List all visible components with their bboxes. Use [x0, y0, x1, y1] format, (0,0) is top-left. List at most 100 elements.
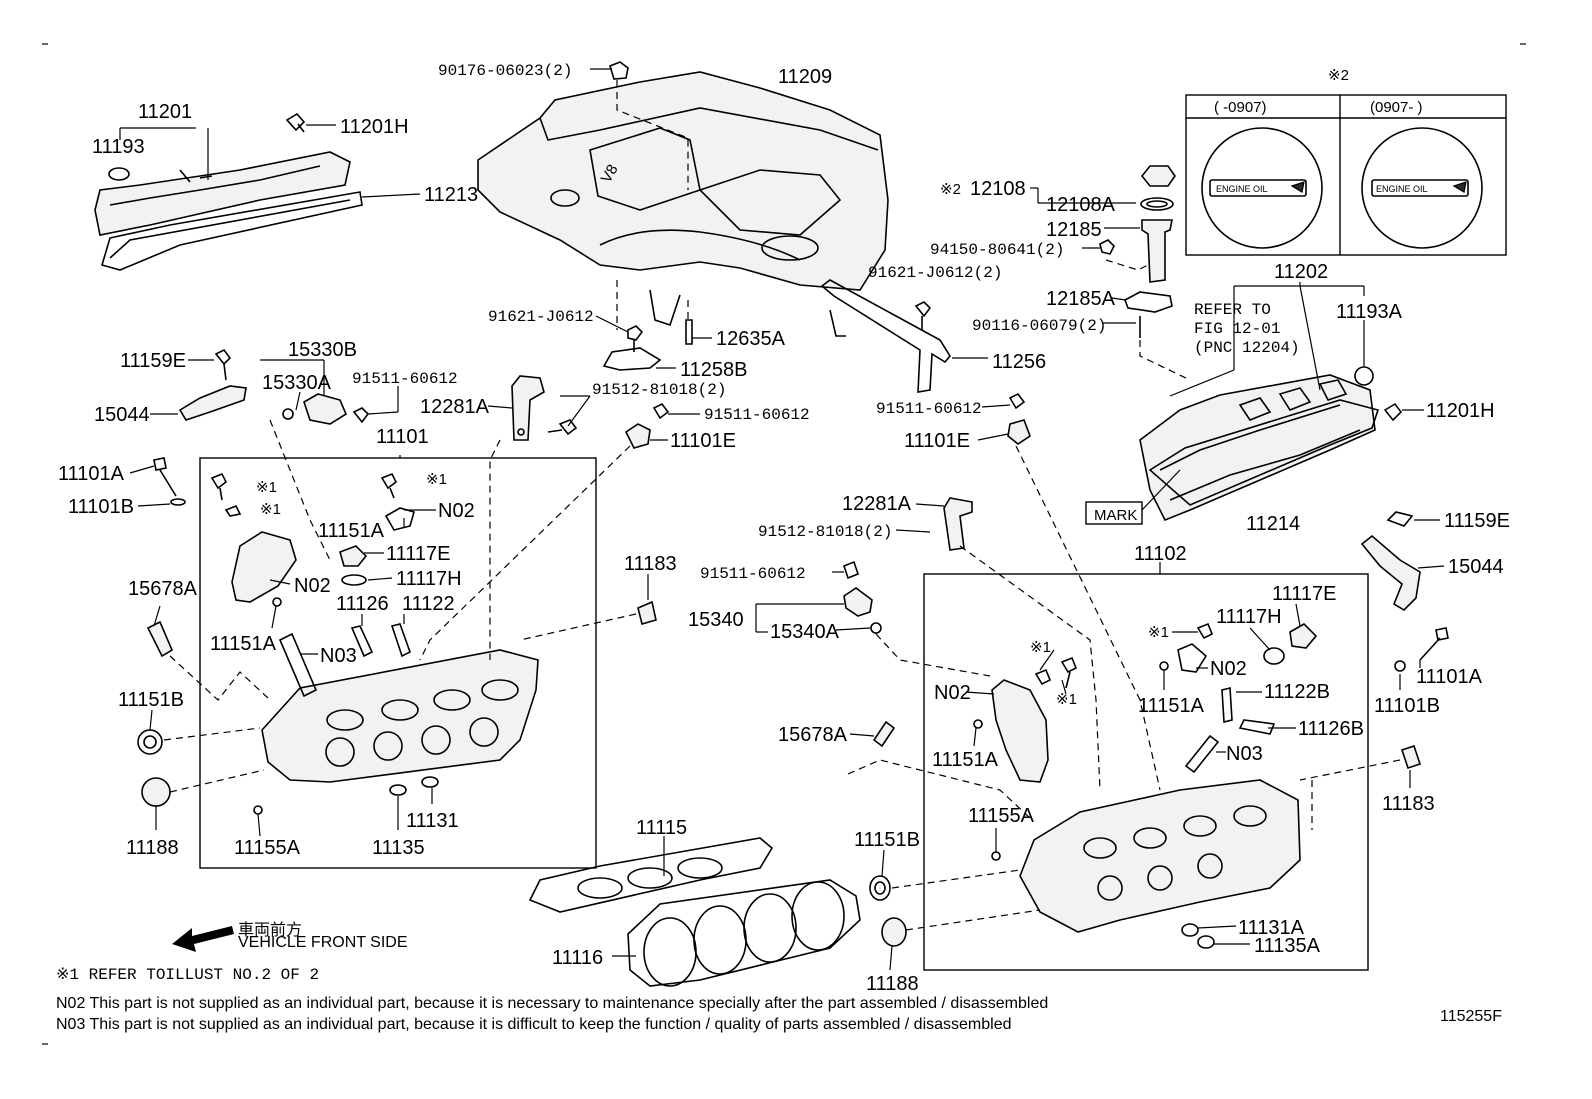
- gasket-11116[interactable]: [627, 879, 861, 987]
- plug-11188-right[interactable]: [881, 917, 907, 947]
- tube-n03-left[interactable]: [278, 632, 318, 698]
- gasket-11135[interactable]: [389, 784, 407, 796]
- footnote-star1: ※1 REFER TOILLUST NO.2 OF 2: [56, 966, 320, 984]
- bracket-11258B[interactable]: [602, 347, 662, 371]
- guide-11126B[interactable]: [1238, 719, 1276, 735]
- oring-15340A[interactable]: [870, 622, 882, 634]
- plug-11188-left[interactable]: [141, 777, 171, 807]
- bolt-11101A-left[interactable]: [153, 457, 177, 497]
- cylinder-head-right[interactable]: [1019, 779, 1301, 933]
- gasket-11135A[interactable]: [1197, 935, 1215, 949]
- label-94150: 94150-80641(2): [930, 241, 1064, 259]
- filler-pipe-12185[interactable]: [1141, 219, 1173, 283]
- plug-11117E-right[interactable]: [1289, 623, 1318, 649]
- star1-mark-c: ※1: [426, 471, 447, 488]
- gasket-11214[interactable]: [1148, 399, 1380, 506]
- bolts-star1-left[interactable]: [210, 472, 398, 517]
- bolts-star1-right[interactable]: [1034, 622, 1214, 689]
- vvt-valve-15340[interactable]: [843, 587, 873, 617]
- oil-pipe-15044-left[interactable]: [178, 385, 247, 421]
- bracket-11256[interactable]: [820, 279, 951, 393]
- bolt-11101A-right[interactable]: [1419, 627, 1449, 661]
- bolt-11201H-right[interactable]: [1383, 402, 1403, 422]
- oil-pipe-15044-right[interactable]: [1360, 534, 1421, 612]
- label-11214: 11214: [1246, 513, 1300, 535]
- label-11209: 11209: [778, 66, 832, 88]
- star2-mark-inset: ※2: [1328, 67, 1349, 84]
- bolt-11159E-left[interactable]: [214, 348, 232, 381]
- guide-11122[interactable]: [390, 623, 411, 658]
- sensor-11101E-right[interactable]: [1007, 419, 1031, 445]
- stud-12635A[interactable]: [685, 319, 693, 345]
- cylinder-head-left[interactable]: [261, 649, 539, 783]
- grommet-11193A[interactable]: [1354, 366, 1374, 386]
- plug-11117H-right[interactable]: [1263, 647, 1285, 665]
- bolt-11159E-right[interactable]: [1386, 511, 1414, 527]
- seal-11151B-left[interactable]: [137, 729, 163, 755]
- gasket-12185A[interactable]: [1124, 291, 1173, 313]
- gasket-11131A[interactable]: [1181, 923, 1199, 937]
- grommet-11193[interactable]: [108, 167, 130, 181]
- bolt-91621-right[interactable]: [914, 301, 932, 330]
- plug-11155A-left[interactable]: [253, 805, 263, 815]
- bracket-n02-left[interactable]: [384, 507, 415, 531]
- vvt-valve-15330B[interactable]: [303, 393, 348, 425]
- bolt-91511-a[interactable]: [352, 407, 370, 424]
- leader-lines: [119, 68, 1445, 971]
- label-11258B: 11258B: [680, 359, 747, 381]
- plug-11117E-left[interactable]: [339, 545, 368, 567]
- guide-11126[interactable]: [350, 625, 374, 658]
- plug-11155A-right[interactable]: [991, 851, 1001, 861]
- gasket-11213[interactable]: [101, 191, 363, 271]
- gasket-11115[interactable]: [528, 837, 774, 913]
- footnote-n03: N03 This part is not supplied as an indi…: [56, 1016, 1012, 1033]
- star2-mark-12108: ※2: [940, 181, 961, 198]
- label-11101E-right: 11101E: [904, 430, 970, 452]
- guide-11122B[interactable]: [1221, 686, 1233, 724]
- pin-11151A-right-a[interactable]: [1159, 661, 1169, 671]
- label-15330B: 15330B: [288, 339, 357, 361]
- label-11122: 11122: [402, 593, 455, 615]
- label-11126B: 11126B: [1298, 718, 1364, 740]
- label-15044-right: 15044: [1448, 556, 1504, 578]
- sensor-11101E-left[interactable]: [624, 423, 651, 449]
- nut-90176[interactable]: [609, 61, 629, 80]
- bolt-91621-center[interactable]: [627, 325, 644, 352]
- sensor-15678A-right[interactable]: [872, 720, 896, 748]
- pin-11151A-right-b[interactable]: [973, 719, 983, 729]
- plug-11117H-left[interactable]: [341, 574, 367, 586]
- head-cover-11202[interactable]: [1139, 374, 1376, 522]
- oring-15330A[interactable]: [282, 408, 294, 420]
- nut-94150[interactable]: [1099, 239, 1115, 255]
- seal-11151B-right[interactable]: [869, 875, 891, 901]
- bolt-91512-left[interactable]: [547, 419, 578, 436]
- label-11188-left: 11188: [126, 837, 179, 859]
- head-sub-assy-box-11101: [199, 457, 597, 869]
- cam-housing-right[interactable]: [991, 679, 1049, 783]
- gasket-11131[interactable]: [421, 776, 439, 788]
- cam-housing-left[interactable]: [231, 531, 297, 603]
- sensor-15678A-left[interactable]: [146, 620, 174, 658]
- bracket-n02-right[interactable]: [1177, 643, 1208, 673]
- bolt-91511-c[interactable]: [1008, 392, 1026, 410]
- star1-mark-b: ※1: [260, 501, 281, 518]
- plug-11183-left[interactable]: [637, 600, 657, 625]
- inset-cap-text-2: ENGINE OIL: [1376, 184, 1428, 194]
- bolt-11201H-left[interactable]: [285, 112, 306, 133]
- tube-n03-right[interactable]: [1184, 734, 1220, 774]
- pin-11151A-left[interactable]: [272, 597, 282, 607]
- oil-cap-12108[interactable]: [1140, 165, 1176, 187]
- hook-12281A-left[interactable]: [511, 375, 545, 441]
- engine-cover-11209[interactable]: V8: [477, 71, 889, 327]
- label-11101B-right: 11101B: [1374, 695, 1440, 717]
- bolt-91511-b[interactable]: [652, 402, 670, 420]
- head-cover-11201[interactable]: [94, 151, 351, 236]
- plug-11183-right[interactable]: [1400, 744, 1422, 770]
- washer-11101B-left[interactable]: [170, 498, 186, 506]
- bolt-91511-d[interactable]: [843, 560, 859, 580]
- hook-12281A-right[interactable]: [943, 497, 973, 551]
- label-90176: 90176-06023(2): [438, 62, 572, 80]
- washer-11101B-right[interactable]: [1394, 660, 1406, 672]
- gasket-12108A[interactable]: [1140, 197, 1174, 211]
